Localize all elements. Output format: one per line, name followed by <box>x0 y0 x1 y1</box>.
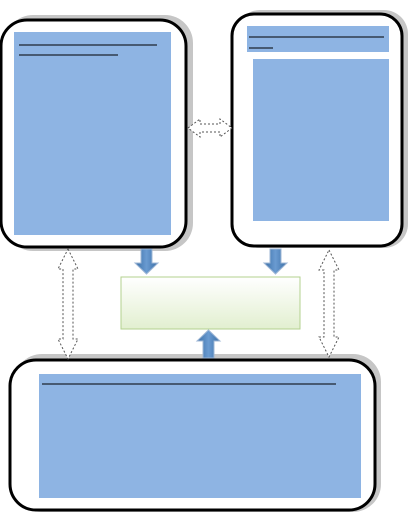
panel-bottom-content <box>39 374 361 498</box>
panel-top-left-content <box>14 32 171 235</box>
panel-bottom <box>8 354 381 512</box>
panel-top-left <box>0 15 193 251</box>
arrow-down-right <box>262 248 289 275</box>
panel-top-right <box>230 10 408 248</box>
double-arrow-horizontal <box>187 118 233 138</box>
arrow-down-left <box>133 248 160 275</box>
center-box <box>120 276 301 330</box>
double-arrow-vertical-left <box>57 247 79 361</box>
panel-top-right-content <box>253 59 389 221</box>
double-arrow-vertical-right <box>318 248 340 359</box>
arrow-up-center <box>195 329 222 359</box>
